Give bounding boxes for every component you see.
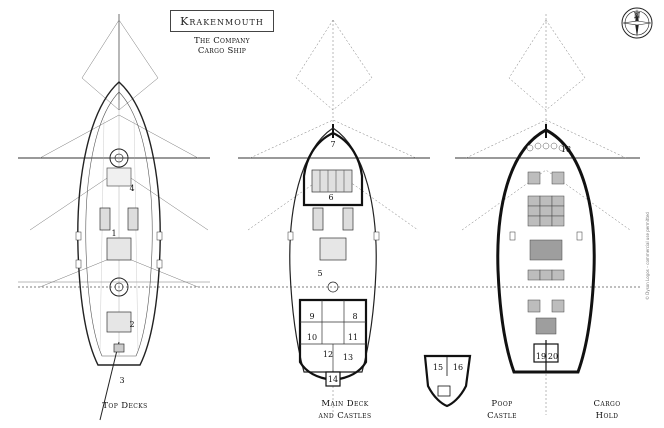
room-label-top-2: 2 xyxy=(129,320,134,329)
room-label-poop-16: 16 xyxy=(453,363,463,372)
poop-castle-plan xyxy=(423,354,472,408)
compass-letter: N xyxy=(634,12,640,20)
room-label-top-3: 3 xyxy=(119,376,124,385)
room-label-main-12: 12 xyxy=(323,350,333,359)
caption-main-deck-line1: Main Deck xyxy=(321,399,369,409)
room-label-top-1: 1 xyxy=(111,229,116,238)
room-label-main-10: 10 xyxy=(307,333,317,342)
ship-cargo-hold xyxy=(461,14,631,415)
caption-hold-line2: Hold xyxy=(595,411,619,421)
room-label-main-5: 5 xyxy=(317,269,322,278)
krakenmouth-logo: Krakenmouth xyxy=(170,10,274,32)
caption-hold-line1: Cargo xyxy=(593,399,621,409)
room-label-main-13: 13 xyxy=(343,353,353,362)
room-label-hold-20: 20 xyxy=(548,352,558,361)
ship-main-deck xyxy=(247,19,419,415)
logo-text: Krakenmouth xyxy=(180,14,264,28)
room-label-poop-15: 15 xyxy=(433,363,443,372)
map-title-line2: Cargo Ship xyxy=(197,46,247,56)
caption-main-deck-line2: and Castles xyxy=(318,411,372,421)
room-label-main-6: 6 xyxy=(328,193,333,202)
room-label-main-8: 8 xyxy=(352,312,357,321)
room-label-main-11: 11 xyxy=(348,333,358,342)
room-labels: 4 1 2 3 7 6 5 9 8 10 11 12 13 14 15 16 1… xyxy=(111,140,571,385)
room-label-hold-19: 19 xyxy=(536,352,546,361)
ship-top-decks xyxy=(18,14,210,421)
caption-poop-line2: Castle xyxy=(487,411,517,421)
room-label-main-14: 14 xyxy=(328,375,338,384)
room-label-main-7: 7 xyxy=(330,140,335,149)
copyright-note: © Dyson Logos – commercial use permitted xyxy=(645,212,650,300)
caption-poop-line1: Poop xyxy=(491,399,513,409)
room-label-top-4: 4 xyxy=(129,184,134,193)
room-label-main-9: 9 xyxy=(309,312,314,321)
map-title-line1: The Company xyxy=(194,36,250,46)
compass-rose-icon: N xyxy=(621,7,653,39)
caption-top-decks: Top Decks xyxy=(102,401,148,411)
room-label-hold-18: 18 xyxy=(561,145,571,154)
